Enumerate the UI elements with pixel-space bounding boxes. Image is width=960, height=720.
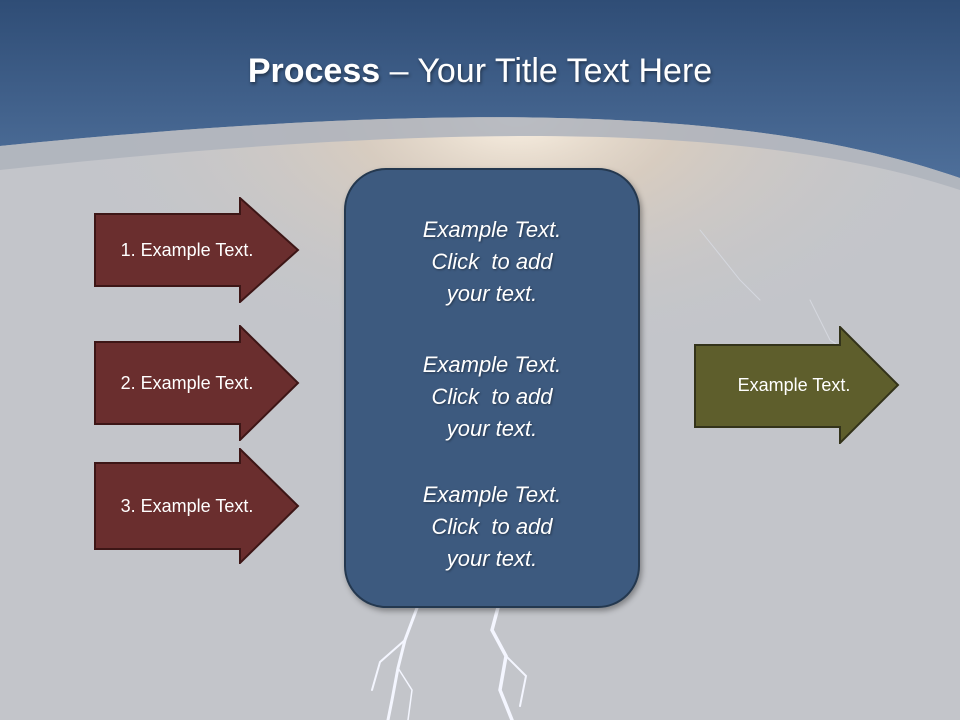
- header-band: [0, 0, 960, 178]
- output-arrow: [694, 326, 900, 444]
- block-1-line-2: Click to add: [431, 249, 553, 274]
- input-arrow-3-label: 3. Example Text.: [120, 495, 254, 516]
- input-arrow-2: [94, 325, 300, 441]
- block-1-line-3: your text.: [446, 281, 538, 306]
- block-3-line-1: Example Text.: [422, 482, 562, 507]
- header-swoosh: [0, 117, 960, 190]
- input-arrow-3: [94, 448, 300, 564]
- block-2-line-3: your text.: [446, 416, 538, 441]
- input-arrow-1-label: 1. Example Text.: [120, 239, 254, 260]
- center-text-block-2: Example Text. Click to add your text.: [346, 349, 638, 445]
- title-rest: – Your Title Text Here: [380, 52, 713, 90]
- input-arrow-1: [94, 197, 300, 303]
- slide-title: Process – Your Title Text Here: [0, 52, 960, 91]
- block-2-line-2: Click to add: [431, 384, 553, 409]
- input-arrow-2-label: 2. Example Text.: [120, 372, 254, 393]
- block-1-line-1: Example Text.: [422, 217, 562, 242]
- block-2-line-1: Example Text.: [422, 352, 562, 377]
- center-text-block-1: Example Text. Click to add your text.: [346, 214, 638, 310]
- block-3-line-3: your text.: [446, 546, 538, 571]
- output-arrow-label: Example Text.: [737, 374, 851, 395]
- block-3-line-2: Click to add: [431, 514, 553, 539]
- center-process-box[interactable]: Example Text. Click to add your text. Ex…: [344, 168, 640, 608]
- title-bold: Process: [247, 52, 381, 90]
- center-text-block-3: Example Text. Click to add your text.: [346, 479, 638, 575]
